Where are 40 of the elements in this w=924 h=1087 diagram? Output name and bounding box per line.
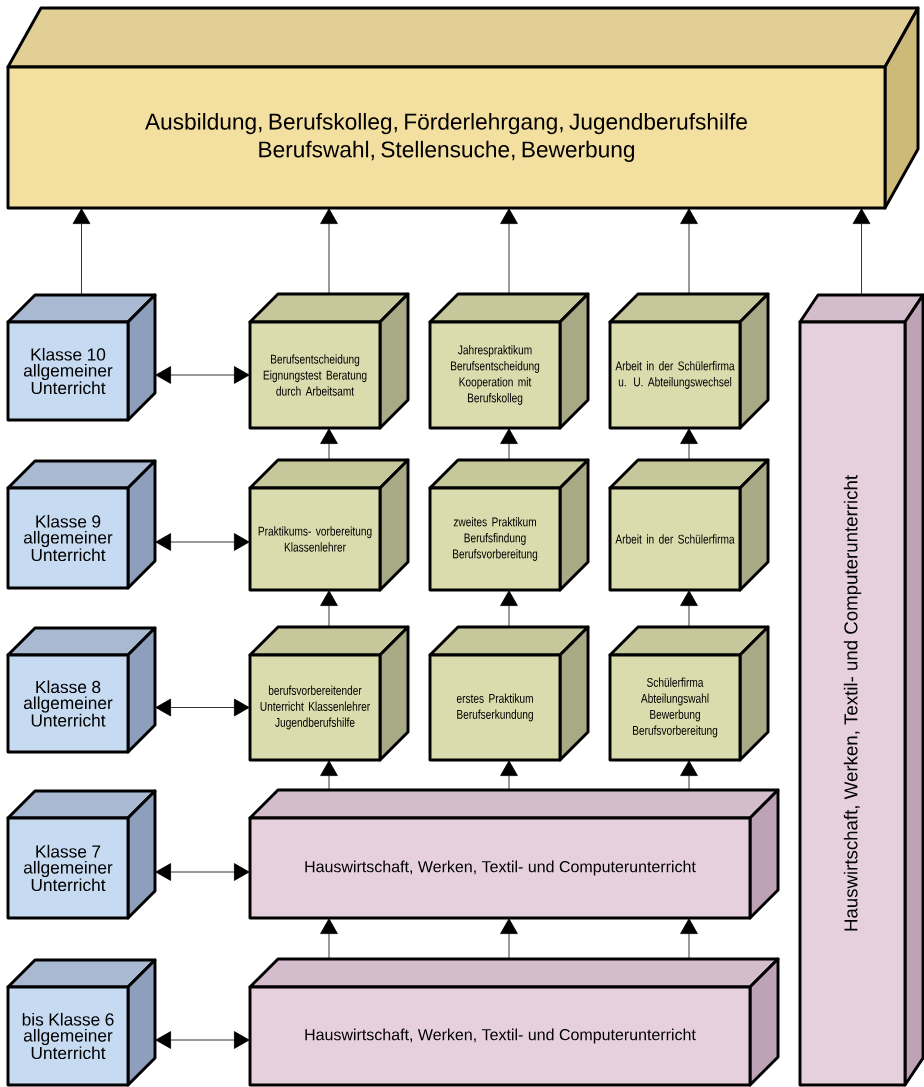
grade-box: Klasse 8 allgemeiner Unterricht [6, 626, 157, 754]
arrow [500, 918, 518, 960]
arrow [852, 208, 871, 296]
arrow [680, 918, 698, 960]
arrow [680, 208, 698, 295]
subject-box: Hauswirtschaft, Werken, Textil- und Computerunterricht [248, 788, 780, 920]
arrow [680, 590, 698, 628]
arrow [155, 698, 250, 717]
arrow [155, 1031, 250, 1049]
arrow [72, 208, 91, 296]
arrow [320, 918, 338, 960]
arrow [680, 760, 698, 791]
grade-box: bis Klasse 6 allgemeiner Unterricht [6, 958, 157, 1087]
activity-box: Schülerfirma Abteilungswahl Bewerbung Berufsvorbereitung [608, 625, 770, 762]
subject-box: Hauswirtschaft, Werken, Textil- und Computerunterricht [248, 957, 780, 1087]
grade-box: Klasse 7 allgemeiner Unterricht [6, 789, 157, 920]
activity-box: Arbeit in der Schülerfirma [608, 458, 770, 592]
top-box: Ausbildung, Berufskolleg, Förderlehrgang, Jugendberufshilfe Berufswahl, Stellensuche, Bewerbung [6, 6, 920, 210]
grade-box: Klasse 10 allgemeiner Unterricht [6, 293, 157, 422]
grade-box: Klasse 9 allgemeiner Unterricht [6, 459, 157, 590]
arrow [155, 863, 250, 881]
activity-box: Jahrespraktikum Berufsentscheidung Kooperation mit Berufskolleg [428, 292, 590, 430]
arrow [320, 760, 338, 791]
activity-box: berufsvorbereitender Unterricht Klassenlehrer Jugendberufshilfe [248, 625, 410, 762]
activity-box: Berufsentscheidung Eignungstest Beratung durch Arbeitsamt [248, 292, 410, 430]
activity-box: erstes Praktikum Berufserkundung [428, 625, 590, 762]
arrow [320, 428, 338, 461]
arrow [155, 366, 250, 384]
arrow [320, 208, 338, 295]
arrow [155, 533, 250, 551]
arrow [680, 428, 698, 461]
arrow [500, 208, 518, 295]
arrow [500, 590, 518, 628]
activity-box: Arbeit in der Schülerfirma u. U. Abteilungswechsel [608, 292, 770, 430]
arrow [500, 428, 518, 461]
activity-box: zweites Praktikum Berufsfindung Berufsvorbereitung [428, 458, 590, 592]
arrow [500, 760, 518, 791]
arrow [320, 590, 338, 628]
activity-box: Praktikums- vorbereitung Klassenlehrer [248, 458, 410, 592]
subject-column: Hauswirtschaft, Werken, Textil- und Computerunterricht [798, 293, 924, 1087]
